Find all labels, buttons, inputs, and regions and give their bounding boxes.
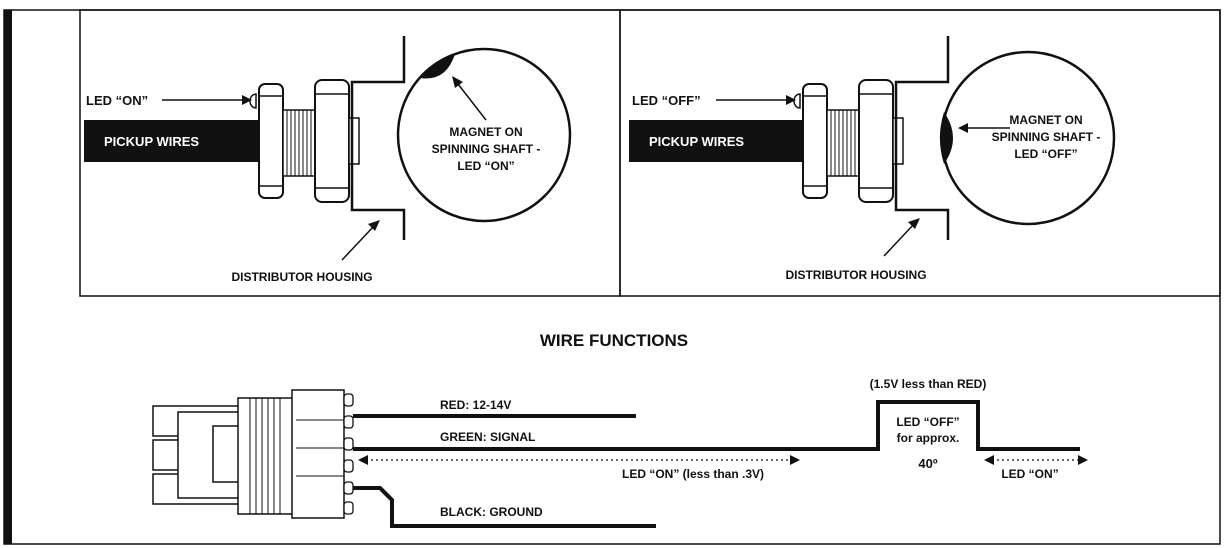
threads: [830, 110, 856, 176]
led-on-right-arrow-left: [984, 455, 994, 465]
pulse-voltage-note: (1.5V less than RED): [870, 377, 987, 391]
led-indicator: [793, 93, 801, 109]
left-bar: [4, 10, 12, 544]
connector: [152, 389, 345, 519]
led-off-label: LED “OFF”: [632, 93, 701, 108]
magnet-label-line-3: LED “OFF”: [1014, 147, 1077, 161]
led-off-label-line-2: for approx.: [897, 431, 960, 445]
panel-frame: [619, 9, 1221, 297]
housing-arrow-line: [341, 225, 375, 261]
green-signal-wire: [353, 400, 1080, 451]
pickup-wires-label: PICKUP WIRES: [104, 134, 199, 149]
wire-functions-section: WIRE FUNCTIONS RED: 12-: [152, 331, 1088, 528]
sensor-tip: [892, 117, 904, 165]
housing-arrow-head: [908, 218, 920, 229]
magnet-arrow-head: [958, 123, 968, 133]
black-wire-label: BLACK: GROUND: [440, 505, 543, 519]
led-on-right-label: LED “ON”: [1001, 467, 1058, 481]
connector-ribs: [249, 398, 344, 514]
led-indicator: [249, 93, 257, 109]
led-on-low-arrow-right: [790, 455, 800, 465]
led-off-label-line-1: LED “OFF”: [896, 415, 959, 429]
housing-arrow-line: [883, 223, 915, 257]
housing-label: DISTRIBUTOR HOUSING: [785, 268, 926, 282]
led-off-label-line-3: 40º: [918, 456, 937, 471]
magnet-label-line-2: SPINNING SHAFT -: [992, 130, 1101, 144]
distributor-housing: [894, 36, 950, 240]
magnet: [939, 112, 953, 164]
led-on-label: LED “ON”: [86, 93, 148, 108]
panel-led-on: PICKUP WIRES LED “ON”: [79, 9, 621, 297]
magnet: [420, 54, 455, 79]
panel-led-off: PICKUP WIRES LED “OFF” MAGNET ON SPINNIN…: [619, 9, 1221, 297]
magnet-arrow-line: [457, 83, 487, 121]
threads: [286, 110, 312, 176]
connector-body: [237, 397, 297, 515]
led-on-right-arrow-right: [1078, 455, 1088, 465]
green-wire-label: GREEN: SIGNAL: [440, 430, 535, 444]
spinning-shaft: [396, 47, 572, 223]
pickup-wires-bar: [629, 120, 804, 162]
led-arrow-head: [242, 95, 252, 105]
sensor-tip: [348, 117, 360, 165]
nut-1: [258, 83, 284, 199]
housing-arrow-head: [368, 220, 380, 231]
nut-2: [858, 79, 894, 203]
pickup-wires-label: PICKUP WIRES: [649, 134, 744, 149]
connector-housing: [291, 389, 345, 519]
distributor-housing: [350, 36, 406, 240]
pickup-wires-bar: [84, 120, 264, 162]
housing-label: DISTRIBUTOR HOUSING: [231, 270, 372, 284]
magnet-arrow-head: [452, 76, 463, 88]
led-arrow-head: [786, 95, 796, 105]
nut-2: [314, 79, 350, 203]
magnet-label-line-2: SPINNING SHAFT -: [432, 142, 541, 156]
led-on-low-arrow-left: [358, 455, 368, 465]
black-ground-wire: [353, 486, 656, 528]
red-wire-label: RED: 12-14V: [440, 398, 511, 412]
connector-pins: [343, 393, 354, 515]
magnet-label-line-3: LED “ON”: [457, 159, 514, 173]
magnet-label-line-1: MAGNET ON: [449, 125, 522, 139]
magnet-label-line-1: MAGNET ON: [1009, 113, 1082, 127]
nut-1: [802, 83, 828, 199]
wire-functions-title: WIRE FUNCTIONS: [540, 331, 688, 350]
led-on-low-label: LED “ON” (less than .3V): [622, 467, 764, 481]
